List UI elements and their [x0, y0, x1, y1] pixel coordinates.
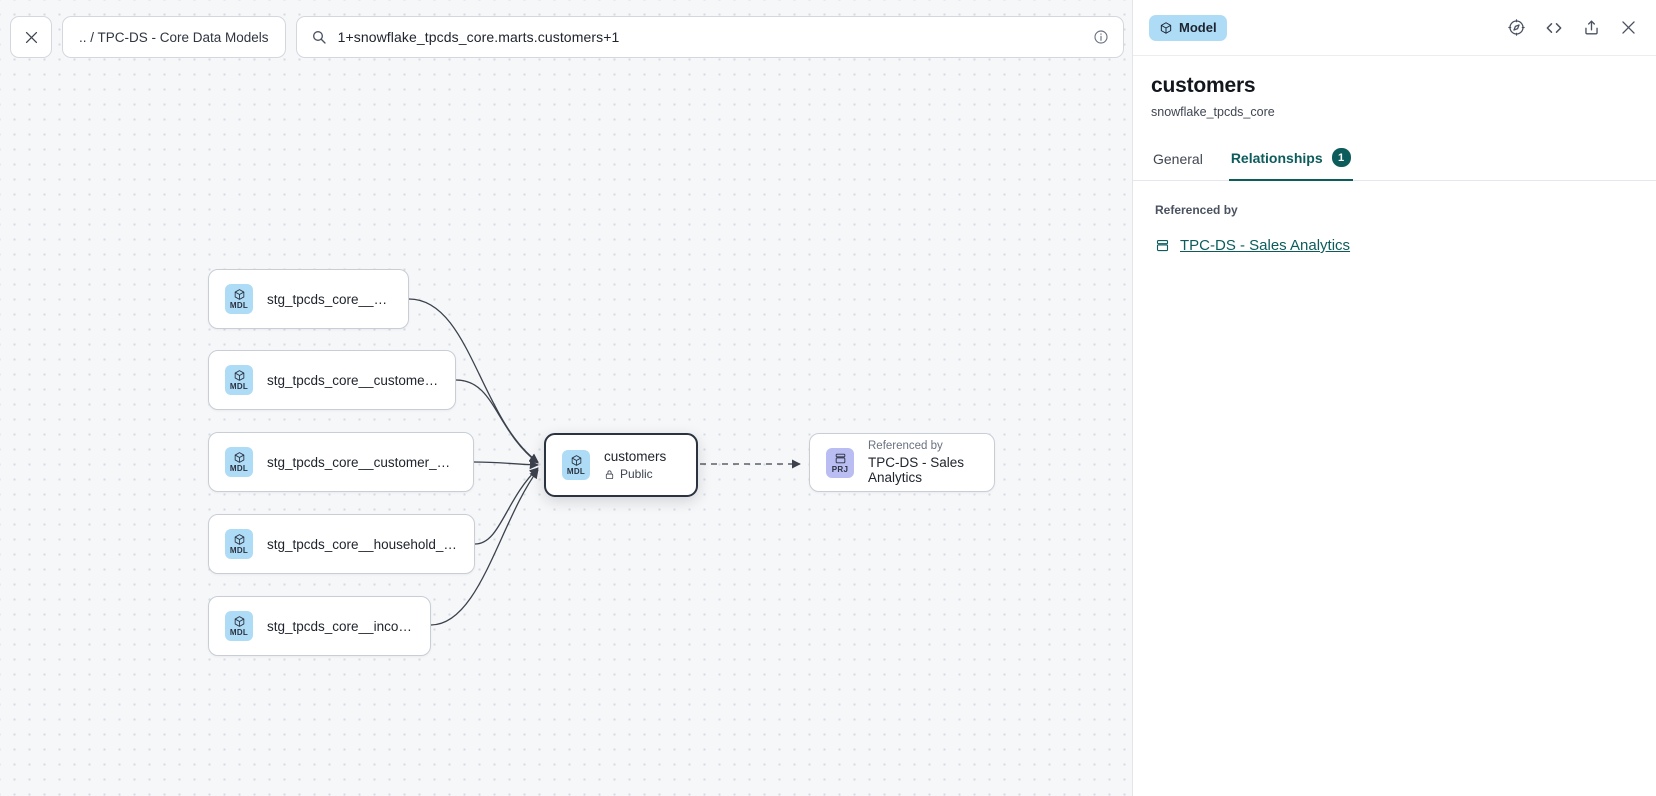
cube-icon — [570, 454, 583, 467]
project-icon — [1155, 238, 1170, 253]
lineage-node-downstream[interactable]: PRJ Referenced by TPC-DS - Sales Analyti… — [809, 433, 995, 492]
cube-icon — [233, 533, 246, 546]
model-badge: MDL — [225, 365, 253, 395]
page-subtitle: snowflake_tpcds_core — [1151, 105, 1275, 119]
node-title: customers — [604, 449, 667, 464]
model-badge: MDL — [225, 611, 253, 641]
details-panel: Model customers snowflake_tpcds_core — [1132, 0, 1656, 796]
model-badge: MDL — [225, 447, 253, 477]
badge-text: MDL — [229, 628, 249, 637]
node-label: stg_tpcds_core__customer_demogra… — [267, 454, 457, 470]
cube-icon — [233, 451, 246, 464]
lock-icon — [604, 469, 615, 480]
tab-relationships[interactable]: Relationships 1 — [1228, 140, 1353, 181]
lineage-node-upstream[interactable]: MDL stg_tpcds_core__income_band — [208, 596, 431, 656]
project-icon — [834, 452, 847, 465]
page-title: customers — [1151, 74, 1256, 97]
asset-type-badge: Model — [1149, 14, 1227, 41]
close-icon — [23, 29, 40, 46]
node-label: stg_tpcds_core__income_band — [267, 618, 414, 634]
node-label: stg_tpcds_core__customer_address — [267, 372, 439, 388]
lineage-node-upstream[interactable]: MDL stg_tpcds_core__customer_address — [208, 350, 456, 410]
badge-text: MDL — [229, 382, 249, 391]
lineage-node-selected[interactable]: MDL customers Public — [544, 433, 698, 497]
node-access-label: Public — [620, 467, 653, 481]
relationships-body: Referenced by TPC-DS - Sales Analytics — [1133, 181, 1656, 254]
node-label: stg_tpcds_core__household_demogr… — [267, 536, 458, 552]
node-text-stack: Referenced by TPC-DS - Sales Analytics — [868, 440, 978, 485]
badge-text: PRJ — [831, 464, 849, 474]
share-icon[interactable] — [1582, 18, 1601, 37]
code-icon[interactable] — [1544, 18, 1564, 38]
badge-text: MDL — [229, 301, 249, 310]
panel-actions — [1507, 18, 1638, 38]
reference-link[interactable]: TPC-DS - Sales Analytics — [1180, 237, 1351, 254]
cube-icon — [233, 288, 246, 301]
model-badge: MDL — [562, 450, 590, 480]
panel-tabs: General Relationships 1 — [1133, 140, 1656, 181]
panel-toolbar: Model — [1133, 0, 1656, 56]
compass-icon[interactable] — [1507, 18, 1526, 37]
lineage-node-upstream[interactable]: MDL stg_tpcds_core__household_demogr… — [208, 514, 475, 574]
section-label-referenced-by: Referenced by — [1155, 203, 1238, 217]
cube-icon — [233, 615, 246, 628]
search-icon — [311, 29, 327, 45]
project-badge: PRJ — [826, 447, 854, 478]
node-access: Public — [604, 467, 666, 481]
tab-general[interactable]: General — [1151, 143, 1205, 181]
breadcrumb[interactable]: .. / TPC-DS - Core Data Models — [62, 16, 286, 58]
model-badge: MDL — [225, 284, 253, 314]
close-lineage-button[interactable] — [10, 16, 52, 58]
lineage-edges — [408, 298, 801, 626]
cube-icon — [1159, 21, 1173, 35]
node-title: TPC-DS - Sales Analytics — [868, 455, 965, 485]
list-item[interactable]: TPC-DS - Sales Analytics — [1155, 237, 1638, 254]
model-badge: MDL — [225, 529, 253, 559]
close-icon[interactable] — [1619, 18, 1638, 37]
canvas-toolbar: .. / TPC-DS - Core Data Models 1+snowfla… — [10, 16, 1132, 58]
node-text-stack: customers Public — [604, 449, 666, 481]
tab-label: General — [1153, 151, 1203, 167]
tab-count-badge: 1 — [1331, 148, 1351, 167]
search-input[interactable]: 1+snowflake_tpcds_core.marts.customers+1 — [295, 16, 1124, 58]
badge-text: MDL — [229, 464, 249, 473]
info-icon[interactable] — [1093, 29, 1109, 45]
badge-text: MDL — [229, 546, 249, 555]
lineage-node-upstream[interactable]: MDL stg_tpcds_core__customer — [208, 269, 409, 329]
asset-type-label: Model — [1179, 20, 1217, 35]
cube-icon — [233, 369, 246, 382]
badge-text: MDL — [566, 467, 586, 476]
lineage-canvas[interactable]: .. / TPC-DS - Core Data Models 1+snowfla… — [0, 0, 1132, 796]
search-value: 1+snowflake_tpcds_core.marts.customers+1 — [337, 29, 620, 45]
lineage-node-upstream[interactable]: MDL stg_tpcds_core__customer_demogra… — [208, 432, 474, 492]
panel-header: customers snowflake_tpcds_core — [1133, 56, 1656, 119]
node-caption: Referenced by — [868, 440, 943, 452]
tab-label: Relationships — [1230, 149, 1323, 166]
node-label: stg_tpcds_core__customer — [267, 291, 392, 307]
